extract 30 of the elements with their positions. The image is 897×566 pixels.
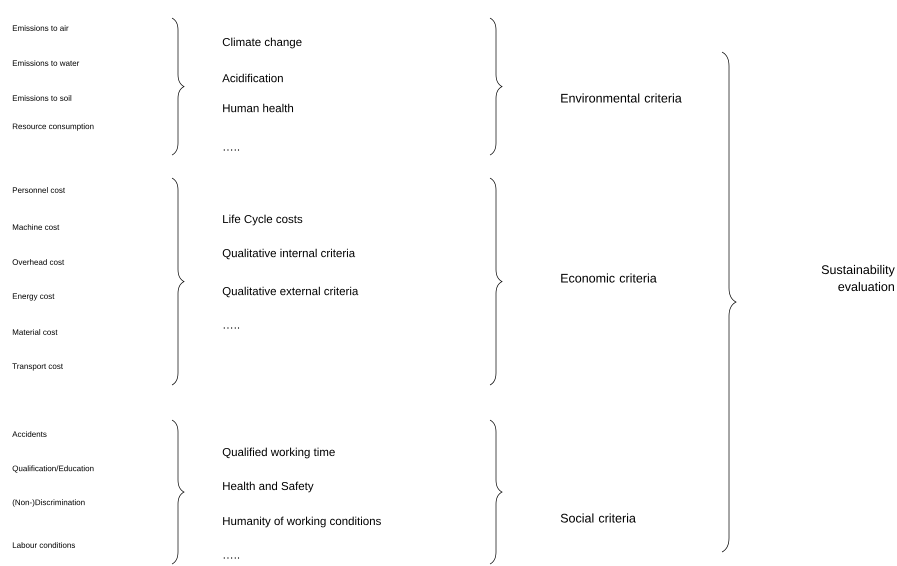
label: (Non-)Discrimination: [12, 499, 85, 507]
label: Energy cost: [12, 293, 54, 301]
label: Emissions to soil: [12, 95, 72, 101]
label: Emissions to water: [12, 60, 80, 66]
label: …..: [224, 149, 240, 151]
label: Social criteria: [560, 513, 636, 523]
label: Humanity of working conditions: [223, 516, 381, 528]
label: Transport cost: [12, 363, 63, 371]
label: …..: [224, 557, 240, 559]
label: Personnel cost: [12, 187, 66, 193]
label: Human health: [223, 104, 294, 112]
label: …..: [224, 327, 240, 329]
label: Acidification: [222, 74, 283, 82]
label: Resource consumption: [12, 123, 94, 131]
label: Qualification/Education: [12, 465, 94, 473]
label: Life Cycle costs: [223, 214, 302, 226]
label: Emissions to air: [12, 25, 68, 31]
label: Labour conditions: [12, 542, 76, 548]
label: Machine cost: [12, 224, 60, 230]
label: Qualitative external criteria: [222, 286, 358, 298]
label: Qualitative internal criteria: [222, 248, 356, 260]
label: Climate change: [222, 38, 302, 48]
label: Economic criteria: [561, 273, 657, 283]
label: Material cost: [12, 329, 58, 335]
label: Health and Safety: [223, 482, 314, 492]
label: Sustainability evaluation: [822, 264, 895, 292]
label: Environmental criteria: [561, 93, 682, 103]
label: Accidents: [12, 431, 47, 437]
label: Qualified working time: [222, 448, 335, 458]
label: Overhead cost: [12, 259, 64, 265]
